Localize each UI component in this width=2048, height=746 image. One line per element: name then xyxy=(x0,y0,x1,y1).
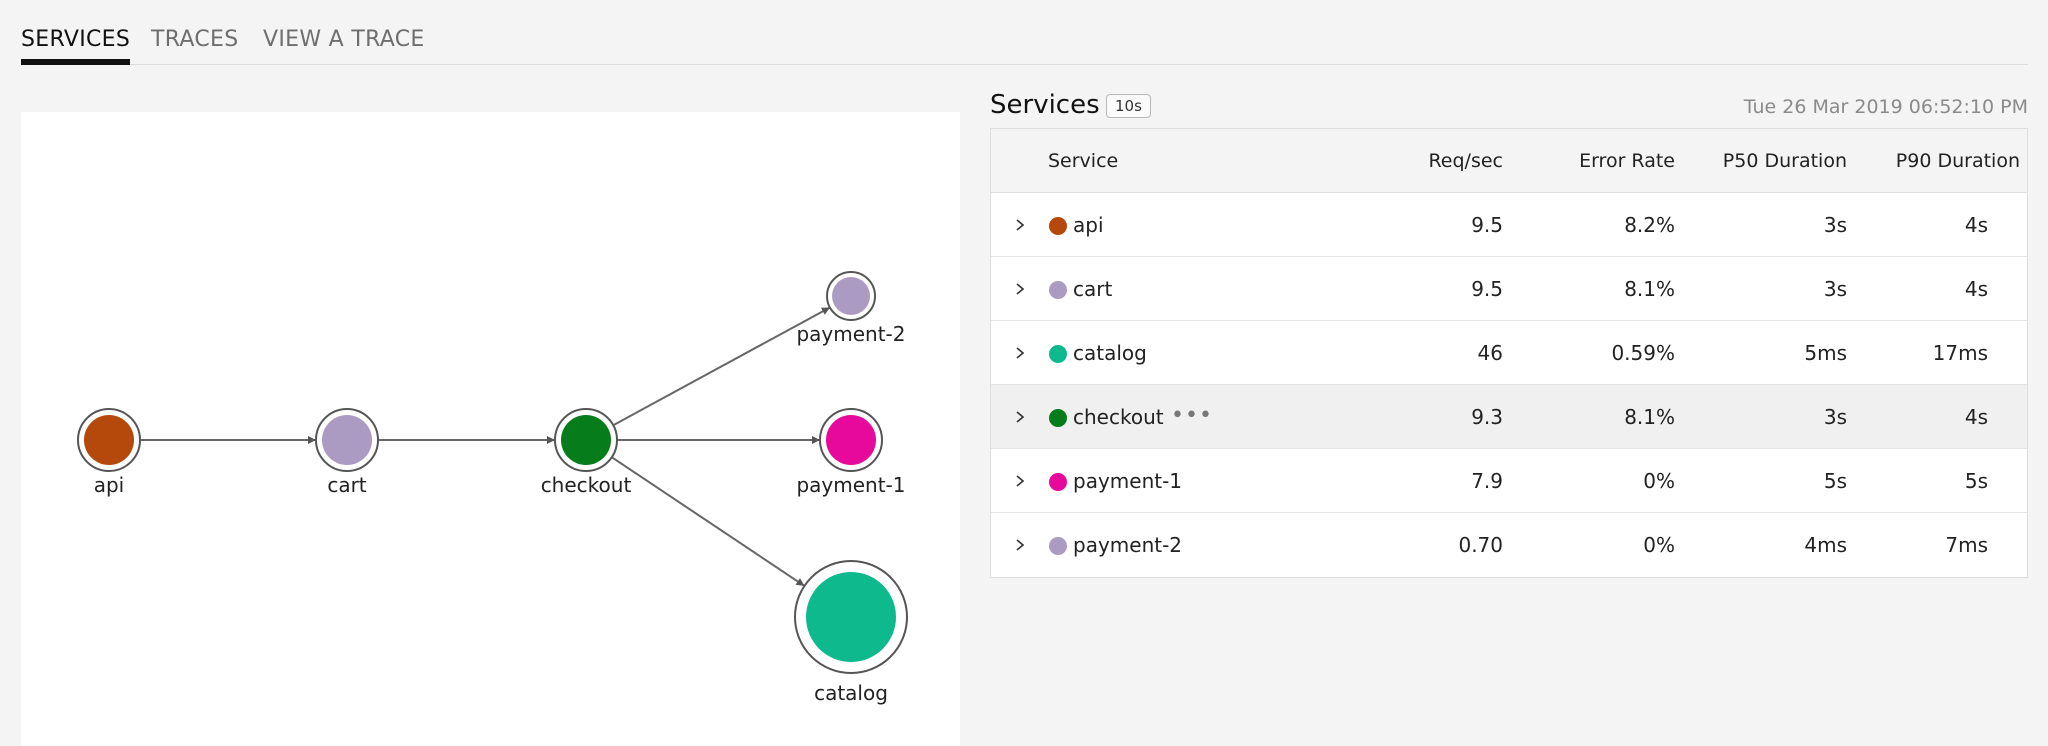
chevron-right-icon[interactable] xyxy=(1013,279,1027,299)
tab-traces[interactable]: TRACES xyxy=(151,27,239,52)
column-header-service[interactable]: Service xyxy=(1048,150,1119,172)
service-name: payment-1 xyxy=(1073,469,1183,493)
chevron-right-icon[interactable] xyxy=(1013,471,1027,491)
service-color-dot xyxy=(1049,345,1067,363)
req-sec-value: 7.9 xyxy=(1471,469,1503,493)
p90-duration-value: 4s xyxy=(1964,213,1988,237)
node-fill xyxy=(84,415,134,465)
node-fill xyxy=(561,415,611,465)
chevron-right-icon[interactable] xyxy=(1013,215,1027,235)
error-rate-value: 0% xyxy=(1643,469,1675,493)
service-name: api xyxy=(1073,213,1104,237)
node-fill xyxy=(832,277,870,315)
req-sec-value: 9.3 xyxy=(1471,405,1503,429)
table-row[interactable]: cart 9.5 8.1% 3s 4s xyxy=(991,257,2027,321)
service-color-dot xyxy=(1049,409,1067,427)
service-graph-panel: api cart checkout payment-2 payment-1 catalog xyxy=(21,112,960,746)
chevron-right-icon[interactable] xyxy=(1013,343,1027,363)
table-row[interactable]: checkout ••• 9.3 8.1% 3s 4s xyxy=(991,385,2027,449)
graph-node-payment-1[interactable]: payment-1 xyxy=(796,408,906,497)
services-title: Services xyxy=(990,90,1100,120)
graph-node-cart[interactable]: cart xyxy=(315,408,379,497)
column-header-error-rate[interactable]: Error Rate xyxy=(1579,150,1675,172)
services-header: Services 10s Tue 26 Mar 2019 06:52:10 PM xyxy=(990,88,2028,126)
service-color-dot xyxy=(1049,473,1067,491)
column-header-req-sec[interactable]: Req/sec xyxy=(1428,150,1503,172)
chevron-right-icon[interactable] xyxy=(1013,407,1027,427)
edge-checkout-payment-2 xyxy=(612,306,831,427)
req-sec-value: 9.5 xyxy=(1471,277,1503,301)
table-row[interactable]: api 9.5 8.2% 3s 4s xyxy=(991,193,2027,257)
node-label: cart xyxy=(327,473,366,497)
graph-node-catalog[interactable]: catalog xyxy=(794,560,908,705)
tab-bar: SERVICES TRACES VIEW A TRACE xyxy=(21,0,2028,65)
table-header: Service Req/sec Error Rate P50 Duration … xyxy=(991,129,2027,193)
error-rate-value: 0.59% xyxy=(1611,341,1675,365)
error-rate-value: 8.1% xyxy=(1624,405,1675,429)
services-table: Service Req/sec Error Rate P50 Duration … xyxy=(990,128,2028,578)
refresh-interval-badge[interactable]: 10s xyxy=(1106,94,1151,118)
p90-duration-value: 7ms xyxy=(1945,533,1988,557)
p90-duration-value: 4s xyxy=(1964,405,1988,429)
p50-duration-value: 3s xyxy=(1823,405,1847,429)
req-sec-value: 0.70 xyxy=(1458,533,1503,557)
chevron-right-icon[interactable] xyxy=(1013,535,1027,555)
table-row[interactable]: catalog 46 0.59% 5ms 17ms xyxy=(991,321,2027,385)
graph-node-checkout[interactable]: checkout xyxy=(541,408,632,497)
table-body: api 9.5 8.2% 3s 4s cart 9.5 8.1% 3s 4s catalog 46 0.… xyxy=(991,193,2027,577)
node-label: catalog xyxy=(814,681,888,705)
service-name: catalog xyxy=(1073,341,1147,365)
tab-services[interactable]: SERVICES xyxy=(21,27,131,65)
node-label: api xyxy=(94,473,125,497)
node-label: checkout xyxy=(541,473,632,497)
p50-duration-value: 3s xyxy=(1823,213,1847,237)
node-label: payment-2 xyxy=(796,322,905,346)
p90-duration-value: 5s xyxy=(1964,469,1988,493)
node-fill xyxy=(322,415,372,465)
last-updated-timestamp: Tue 26 Mar 2019 06:52:10 PM xyxy=(1743,96,2028,118)
service-color-dot xyxy=(1049,537,1067,555)
service-color-dot xyxy=(1049,281,1067,299)
more-options-icon[interactable]: ••• xyxy=(1171,403,1213,428)
graph-node-api[interactable]: api xyxy=(77,408,141,497)
p50-duration-value: 4ms xyxy=(1804,533,1847,557)
table-row[interactable]: payment-1 7.9 0% 5s 5s xyxy=(991,449,2027,513)
service-name: cart xyxy=(1073,277,1113,301)
edge-checkout-catalog xyxy=(611,456,805,587)
req-sec-value: 9.5 xyxy=(1471,213,1503,237)
p50-duration-value: 3s xyxy=(1823,277,1847,301)
p50-duration-value: 5ms xyxy=(1804,341,1847,365)
column-header-p50[interactable]: P50 Duration xyxy=(1722,150,1847,172)
p90-duration-value: 4s xyxy=(1964,277,1988,301)
node-label: payment-1 xyxy=(796,473,905,497)
graph-node-payment-2[interactable]: payment-2 xyxy=(796,271,906,346)
p50-duration-value: 5s xyxy=(1823,469,1847,493)
service-name: payment-2 xyxy=(1073,533,1183,557)
service-graph: api cart checkout payment-2 payment-1 catalog xyxy=(77,271,908,705)
service-name: checkout xyxy=(1073,405,1164,429)
error-rate-value: 0% xyxy=(1643,533,1675,557)
node-fill xyxy=(806,572,896,662)
table-row[interactable]: payment-2 0.70 0% 4ms 7ms xyxy=(991,513,2027,577)
error-rate-value: 8.2% xyxy=(1624,213,1675,237)
node-fill xyxy=(826,415,876,465)
req-sec-value: 46 xyxy=(1477,341,1503,365)
p90-duration-value: 17ms xyxy=(1932,341,1988,365)
tab-view-a-trace[interactable]: VIEW A TRACE xyxy=(263,27,425,52)
column-header-p90[interactable]: P90 Duration xyxy=(1895,150,2020,172)
error-rate-value: 8.1% xyxy=(1624,277,1675,301)
service-color-dot xyxy=(1049,217,1067,235)
